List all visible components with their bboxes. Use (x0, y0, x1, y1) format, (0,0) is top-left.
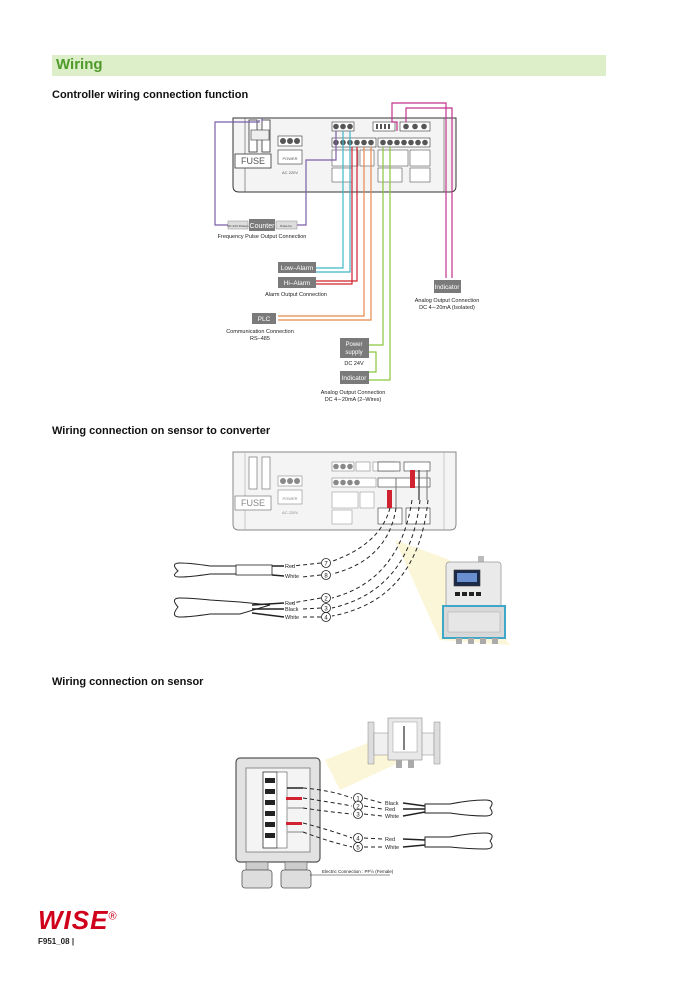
brand-name: WISE (38, 905, 109, 935)
conv-cable2-color-1: Black (285, 607, 299, 613)
section-banner: Wiring (52, 55, 606, 76)
analog-iso-caption-2: DC 4∼20mA (Isolated) (419, 305, 475, 311)
sensor-cable2-num-0: 4 (356, 837, 360, 843)
page-code-text: F951_08 (38, 937, 70, 946)
plc-box (252, 313, 276, 324)
analog-iso-caption-1: Analog Output Connection (415, 298, 480, 304)
hi-alarm-box (278, 277, 316, 288)
counter-left-label: DC 24V Pulsetn (227, 224, 249, 228)
conv-cable1-num-0: 7 (324, 562, 328, 568)
sensor-cable1-num-1: 2 (356, 805, 360, 811)
low-alarm-label: Low–Alarm (281, 265, 314, 272)
section-title: Wiring (56, 56, 103, 73)
ac-label: AC 220V (282, 170, 298, 175)
page-code-sep: | (71, 937, 75, 946)
comm-caption-2: RS–485 (250, 336, 270, 342)
power-supply-box (340, 338, 369, 358)
counter-right-label: Pulse Fe (280, 224, 292, 228)
indicator-iso-box (434, 280, 461, 293)
heading-controller: Controller wiring connection function (52, 89, 249, 101)
low-alarm-box (278, 262, 316, 273)
counter-box (249, 219, 275, 231)
page-code: F951_08 | (38, 937, 74, 946)
fuse-label: FUSE (241, 156, 265, 166)
conv-cable2-num-2: 4 (324, 616, 328, 622)
converter-device (442, 556, 506, 644)
connector-note: Electric Connection : PF½ (Female) (322, 868, 394, 874)
indicator-2w-label: Indicator (342, 375, 368, 382)
power-supply-label-2: supply (345, 350, 362, 356)
freq-caption: Frequency Pulse Output Connection (218, 234, 307, 240)
conv-ac-label: AC 220V (282, 510, 298, 515)
conv-cable1-color-1: White (285, 574, 299, 580)
converter-diagram: FUSE POWER AC 220V (174, 451, 510, 645)
counter-label: Counter (250, 223, 276, 230)
conv-cable1-num-1: 8 (324, 574, 328, 580)
conv-power-label: POWER (282, 496, 297, 501)
conv-cable2-color-0: Red (285, 601, 295, 607)
sensor-cable1-num-0: 1 (356, 797, 360, 803)
analog-2w-caption-2: DC 4∼20mA (2–Wires) (325, 397, 382, 403)
dc24-label: DC 24V (344, 361, 364, 367)
comm-caption-1: Communication Connection (226, 329, 294, 335)
conv-cable1-color-0: Red (285, 564, 295, 570)
power-label: POWER (282, 156, 297, 161)
sensor-cable2-num-1: 5 (356, 846, 360, 852)
conv-fuse-label: FUSE (241, 498, 265, 508)
sensor-pipe (367, 717, 441, 768)
sensor-cable1-color-0: Black (385, 801, 399, 807)
indicator-2w-box (340, 371, 369, 384)
power-supply-label-1: Power (345, 342, 362, 348)
conv-cable2-num-1: 3 (324, 607, 328, 613)
conv-cable2-num-0: 2 (324, 597, 328, 603)
indicator-iso-label: Indicator (435, 284, 461, 291)
alarm-caption: Alarm Output Connection (265, 292, 327, 298)
hi-alarm-label: Hi–Alarm (284, 280, 311, 287)
sensor-diagram: Electric Connection : PF½ (Female) 1 2 3… (235, 717, 493, 889)
controller-diagram: FUSE POWER AC 220V DC 24V Pulsetn (214, 102, 480, 403)
sensor-cable1-color-2: White (385, 814, 399, 820)
fuse-box (234, 153, 272, 169)
heading-sensor: Wiring connection on sensor (52, 676, 204, 688)
sensor-cable2-color-1: White (385, 845, 399, 851)
plc-label: PLC (258, 316, 271, 323)
brand-reg: ® (108, 910, 118, 923)
sensor-cable1-color-1: Red (385, 807, 395, 813)
analog-2w-caption-1: Analog Output Connection (321, 390, 386, 396)
heading-sensor-converter: Wiring connection on sensor to converter (52, 425, 271, 437)
brand-logo: WISE® (38, 905, 118, 936)
sensor-cable1-num-2: 3 (356, 813, 360, 819)
sensor-cable2-color-0: Red (385, 837, 395, 843)
conv-cable2-color-2: White (285, 615, 299, 621)
